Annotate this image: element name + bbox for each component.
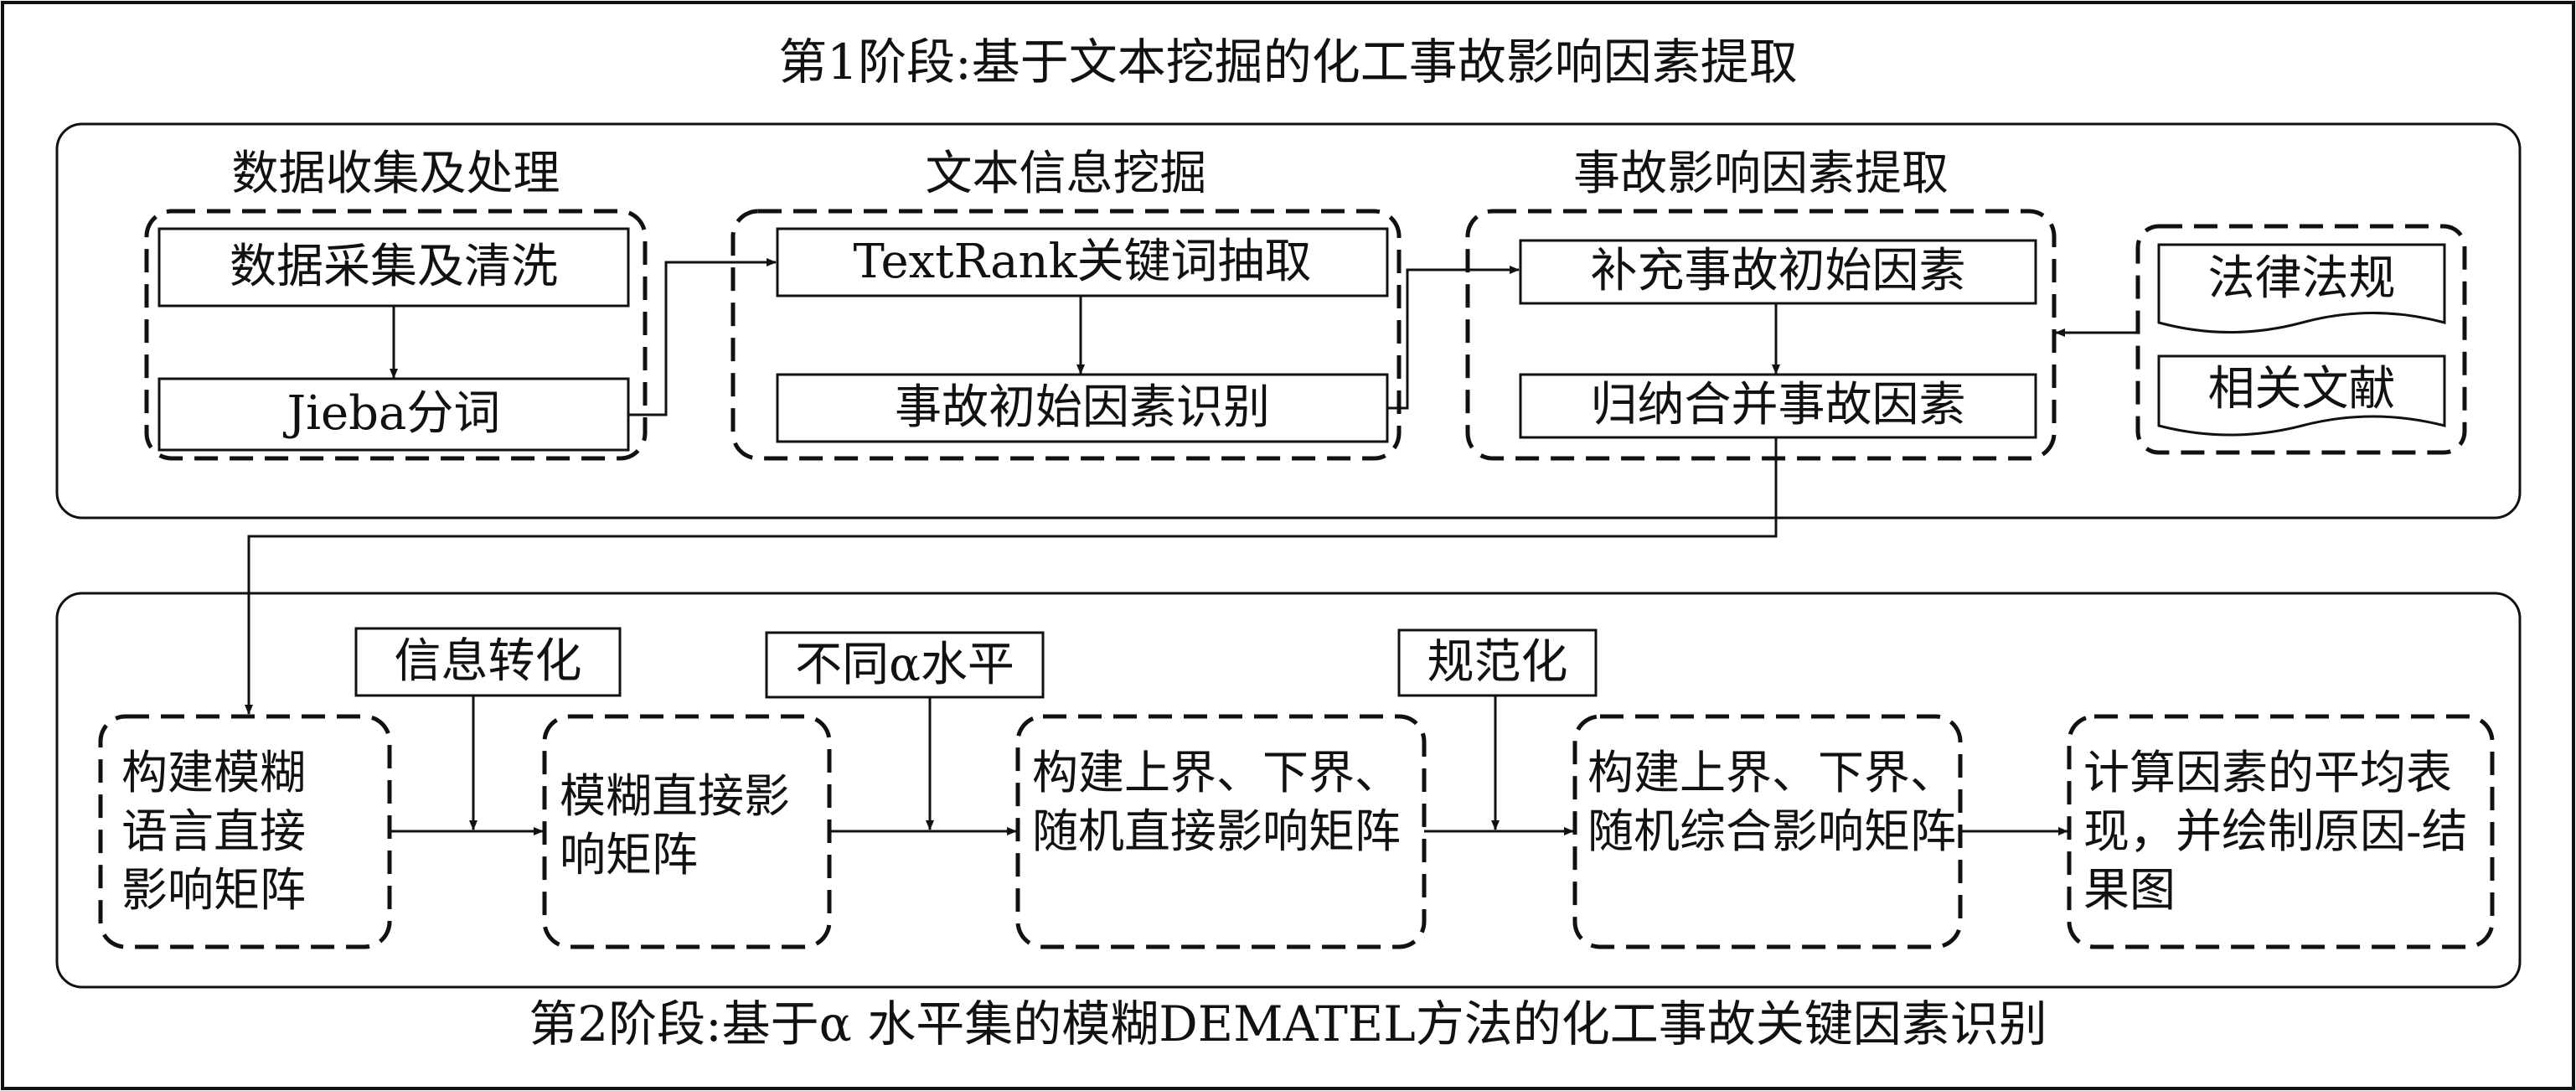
arrow-identify-to-supplement [1387, 266, 1520, 410]
arrow-stage1-to-stage2 [245, 437, 1778, 715]
box-identify-label: 事故初始因素识别 [895, 380, 1270, 435]
stage2-panel [55, 592, 2522, 989]
box-collect-label: 数据采集及清洗 [230, 240, 558, 294]
step5-dashed [2067, 714, 2495, 949]
group-data-title: 数据收集及处理 [231, 147, 560, 201]
group-text-title: 文本信息挖掘 [925, 147, 1207, 201]
step1-label: 构建模糊语言直接影响矩阵 [121, 746, 307, 917]
box-jieba [157, 377, 630, 452]
box-merge [1519, 373, 2037, 439]
group-extract-title: 事故影响因素提取 [1573, 147, 1949, 201]
input-alpha-label: 不同α水平 [795, 638, 1014, 692]
arrow-jieba-to-textrank [628, 258, 777, 416]
step3-label: 构建上界、下界、随机直接影响矩阵 [1032, 746, 1402, 858]
stage1-panel [55, 122, 2522, 520]
step4-label: 构建上界、下界、随机综合影响矩阵 [1587, 746, 1957, 858]
doc-law-shape [2157, 243, 2446, 334]
step3-dashed [1015, 714, 1427, 949]
step5-label: 计算因素的平均表现，并绘制原因-结果图 [2083, 746, 2468, 917]
doc-law-label: 法律法规 [2207, 251, 2396, 306]
box-textrank [776, 227, 1389, 297]
input-info-label: 信息转化 [394, 634, 582, 689]
step2-label: 模糊直接影响矩阵 [560, 769, 791, 882]
input-info-box [354, 627, 622, 697]
docs-dashed [2135, 224, 2467, 455]
group-data-dashed [144, 209, 648, 461]
box-merge-label: 归纳合并事故因素 [1590, 378, 1966, 432]
box-identify [776, 373, 1389, 443]
input-normalize-label: 规范化 [1427, 635, 1568, 690]
group-extract-dashed [1465, 209, 2057, 461]
doc-literature-label: 相关文献 [2207, 362, 2396, 416]
input-alpha-box [765, 631, 1045, 699]
group-text-dashed [730, 209, 1402, 461]
box-jieba-label: Jieba分词 [287, 386, 501, 441]
box-textrank-label: TextRank关键词抽取 [853, 235, 1312, 289]
input-normalize-box [1397, 628, 1598, 697]
doc-literature-shape [2157, 354, 2446, 437]
box-supplement [1519, 239, 2037, 305]
box-supplement-label: 补充事故初始因素 [1590, 244, 1966, 298]
stage2-title: 第2阶段:基于α 水平集的模糊DEMATEL方法的化工事故关键因素识别 [529, 995, 2047, 1052]
box-collect [157, 227, 630, 308]
stage1-title: 第1阶段:基于文本挖掘的化工事故影响因素提取 [778, 34, 1798, 90]
